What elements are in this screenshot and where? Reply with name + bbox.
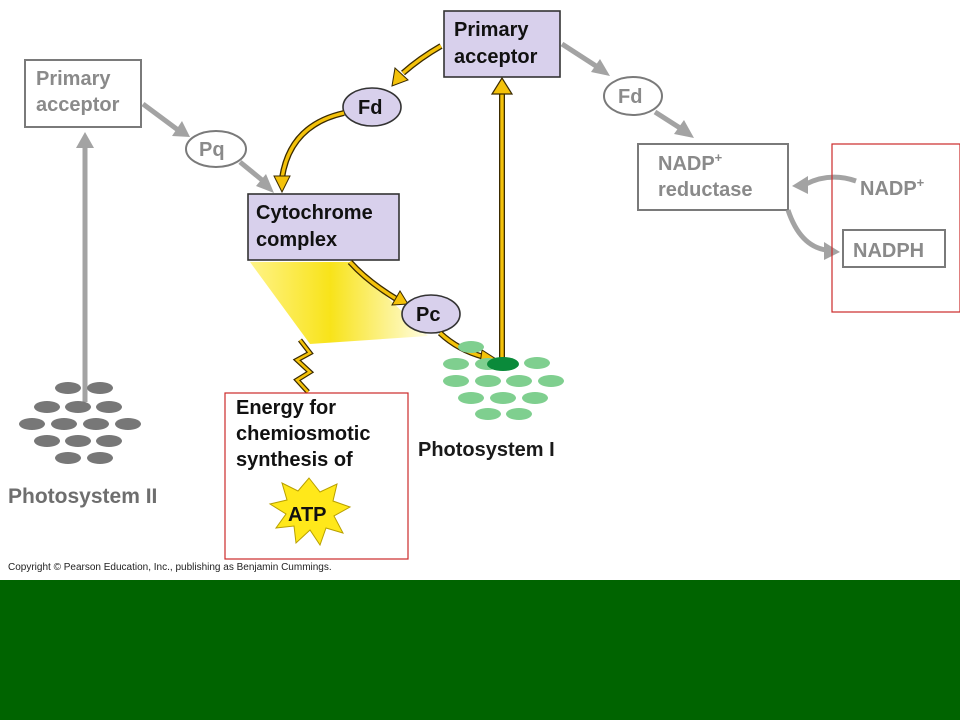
cytochrome-line1: Cytochrome <box>256 202 373 224</box>
ps2-acceptor-line2: acceptor <box>36 94 120 116</box>
photosynthesis-diagram: Primary acceptor Pq Photosystem II Cytoc… <box>8 10 960 573</box>
fd-cyclic-label: Fd <box>358 97 382 119</box>
nadph-output-arrow <box>785 209 827 253</box>
ps1-reaction-center <box>487 357 519 371</box>
pc-oval: Pc <box>401 294 461 334</box>
acceptor-to-pq-arrow <box>141 101 180 133</box>
reductase-nadp-text: NADP <box>658 153 715 175</box>
nadph-box: NADPH <box>842 229 946 268</box>
pc-label: Pc <box>416 304 440 326</box>
fd-to-reductase-arrow <box>653 109 682 131</box>
nadp-input-text: NADP <box>860 178 917 200</box>
acceptor-to-fd-cyclic-arrowhead <box>391 67 409 87</box>
footer-band <box>0 580 960 720</box>
fd-cyclic-oval: Fd <box>342 87 402 127</box>
ps1-pigment-cluster <box>443 341 564 420</box>
cytochrome-complex: Cytochrome complex <box>247 193 400 261</box>
nadp-input-plus-sup: + <box>917 175 925 190</box>
pq-to-cytochrome-arrow <box>238 160 264 182</box>
ps2-acceptor-line1: Primary <box>36 68 111 90</box>
pq-label: Pq <box>199 139 225 161</box>
ps1-arrowhead <box>490 76 514 95</box>
fd-noncyclic-label: Fd <box>618 86 642 108</box>
nadp-input-arrowhead <box>792 176 808 194</box>
ps1-label: Photosystem I <box>418 439 555 461</box>
copyright-notice: Copyright © Pearson Education, Inc., pub… <box>8 562 332 573</box>
nadp-reductase: NADP+ reductase <box>637 143 789 211</box>
fd-to-cytochrome-arrow <box>279 110 345 179</box>
reductase-line1: NADP+ <box>658 150 723 175</box>
fd-to-reductase-arrowhead <box>674 120 694 138</box>
ps2-pigment-cluster <box>19 382 141 464</box>
atp-label: ATP <box>288 504 327 526</box>
nadp-input-label: NADP+ <box>860 175 925 200</box>
ps2-arrowhead <box>76 132 94 148</box>
energy-line3: synthesis of <box>236 449 353 471</box>
atp-starburst <box>268 477 352 547</box>
nadp-highlight-box <box>831 143 960 313</box>
energy-line2: chemiosmotic <box>236 423 370 445</box>
cytochrome-to-pc-arrowhead <box>391 290 409 306</box>
energy-line1: Energy for <box>236 397 336 419</box>
energy-beam <box>250 262 428 344</box>
ps2-label: Photosystem II <box>8 485 157 508</box>
pq-oval: Pq <box>185 130 247 168</box>
fd-to-cytochrome-arrowhead <box>273 175 291 194</box>
atp-highlight-box <box>224 392 409 560</box>
diagram-stage: Primary acceptor Pq Photosystem II Cytoc… <box>8 10 960 573</box>
fd-noncyclic-oval: Fd <box>603 76 663 116</box>
ps1-primary-acceptor: Primary acceptor <box>443 10 561 78</box>
reductase-plus-sup: + <box>715 150 723 165</box>
ps1-acceptor-line2: acceptor <box>454 46 538 68</box>
acceptor-to-pq-arrowhead <box>172 121 190 137</box>
ps2-primary-acceptor: Primary acceptor <box>24 59 142 128</box>
nadph-label: NADPH <box>853 240 924 262</box>
ps1-acceptor-line1: Primary <box>454 19 529 41</box>
reductase-line2: reductase <box>658 179 753 201</box>
pq-to-cytochrome-arrowhead <box>256 174 274 193</box>
acceptor-to-fd-noncyclic-arrowhead <box>591 59 610 76</box>
cytochrome-line2: complex <box>256 229 337 251</box>
nadp-input-arrow <box>804 174 857 187</box>
acceptor-to-fd-noncyclic-arrow <box>560 41 598 69</box>
